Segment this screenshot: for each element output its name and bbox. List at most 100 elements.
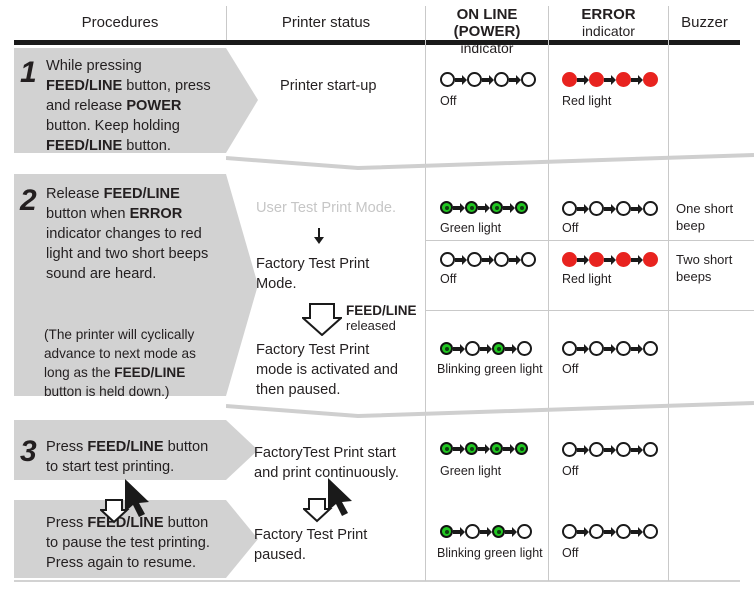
led-off-icon [465, 341, 480, 356]
line-text-bold: FEED/LINE [114, 365, 186, 380]
led-red-icon [562, 72, 577, 87]
arrow-right-icon [604, 74, 616, 85]
led-off-icon [643, 341, 658, 356]
step-2-block-point [226, 174, 258, 396]
line-text: Press [46, 439, 88, 455]
led-off-icon [440, 72, 455, 87]
line-text: button. Keep holding [46, 118, 180, 134]
line-text: button when [46, 206, 130, 222]
led-red-icon [589, 72, 604, 87]
arrow-right-icon [503, 202, 515, 213]
line-text: long as the [44, 365, 115, 380]
led-off-icon [440, 252, 455, 267]
status-line: Factory Test Print [256, 256, 370, 272]
line-text: Press again to resume. [46, 555, 197, 571]
line-text: indicator changes to red [46, 226, 202, 242]
step-2a-error-caption: Off [562, 221, 579, 235]
led-green-icon [490, 201, 503, 214]
led-off-icon [517, 524, 532, 539]
row-divider-2 [226, 401, 754, 419]
header-error-sub: indicator [582, 23, 635, 39]
step-3-procedure-text-lower: Press FEED/LINE button to pause the test… [46, 513, 232, 573]
arrow-down-outline-icon [302, 303, 342, 336]
status-line: paused. [254, 547, 306, 563]
step-3-status-upper: FactoryTest Print start and print contin… [254, 443, 428, 483]
line-text: button is held down.) [44, 384, 170, 399]
led-red-icon [589, 252, 604, 267]
led-green-icon [440, 201, 453, 214]
step-2b-error-leds [562, 252, 658, 267]
step-3-status-lower: Factory Test Print paused. [254, 525, 428, 565]
header-online-label: ON LINE (POWER) [453, 6, 521, 40]
led-off-icon [467, 72, 482, 87]
led-off-icon [467, 252, 482, 267]
step-3b-online-leds [440, 524, 532, 539]
arrow-right-icon [478, 443, 490, 454]
step-1-procedure-text: While pressing FEED/LINE button, press a… [46, 56, 226, 156]
step-2-feedline-release-label: FEED/LINE released [346, 303, 426, 333]
line-text: and release [46, 98, 127, 114]
status-line: mode is activated and [256, 362, 398, 378]
arrow-right-icon [631, 74, 643, 85]
header-online-indicator: ON LINE (POWER) indicator [426, 6, 548, 57]
header-error-label: ERROR [581, 6, 636, 23]
led-green-icon [490, 442, 503, 455]
line-text-bold: FEED/LINE [87, 439, 164, 455]
release-label-bold: FEED/LINE [346, 303, 417, 318]
header-procedures-label: Procedures [81, 14, 159, 31]
arrow-right-icon [631, 444, 643, 455]
arrow-right-icon [577, 343, 589, 354]
led-red-icon [643, 72, 658, 87]
step-2c-error-leds [562, 341, 658, 356]
arrow-right-icon [577, 526, 589, 537]
arrow-right-icon [631, 203, 643, 214]
led-off-icon [589, 341, 604, 356]
step-2-number: 2 [20, 184, 37, 217]
led-green-icon [492, 342, 505, 355]
arrow-right-icon [631, 254, 643, 265]
arrow-right-icon [604, 343, 616, 354]
led-off-icon [562, 442, 577, 457]
arrow-right-icon [631, 526, 643, 537]
subrow-rule-2b [426, 310, 754, 311]
arrow-right-icon [480, 343, 492, 354]
status-line: Factory Test Print [254, 527, 368, 543]
arrow-right-icon [509, 254, 521, 265]
led-off-icon [616, 524, 631, 539]
led-off-icon [616, 201, 631, 216]
release-label-sub: released [346, 318, 396, 333]
step-2b-error-caption: Red light [562, 272, 612, 286]
step-3-block-lower-point [226, 500, 258, 578]
mouse-cursor-icon [303, 478, 352, 523]
line-text-bold: FEED/LINE [46, 78, 123, 94]
line-text-bold: FEED/LINE [87, 515, 164, 531]
line-text: to start test printing. [46, 459, 175, 475]
step-3-block-upper-point [226, 420, 258, 480]
led-off-icon [521, 72, 536, 87]
led-off-icon [562, 524, 577, 539]
step-3b-error-leds [562, 524, 658, 539]
arrow-right-icon [478, 202, 490, 213]
mouse-cursor-icon [100, 479, 149, 524]
led-off-icon [643, 201, 658, 216]
led-red-icon [562, 252, 577, 267]
step-3a-error-leds [562, 442, 658, 457]
column-rule-2 [425, 6, 426, 581]
status-line: Factory Test Print [256, 342, 370, 358]
header-printer-status: Printer status [227, 14, 425, 31]
step-1-online-caption: Off [440, 94, 457, 108]
step-2-procedure-note: (The printer will cyclically advance to … [44, 325, 232, 401]
step-2a-buzzer: One short beep [676, 201, 734, 233]
bottom-rule [14, 580, 740, 582]
step-2b-online-leds [440, 252, 536, 267]
led-red-icon [643, 252, 658, 267]
led-green-icon [465, 442, 478, 455]
arrow-right-icon [505, 526, 517, 537]
subrow-rule-2a [426, 240, 754, 241]
arrow-right-icon [505, 343, 517, 354]
step-2-status-mid: Factory Test Print Mode. [256, 254, 426, 294]
step-3a-online-leds [440, 442, 528, 455]
led-off-icon [465, 524, 480, 539]
line-text-bold: FEED/LINE [46, 138, 123, 154]
step-1-online-leds [440, 72, 536, 87]
